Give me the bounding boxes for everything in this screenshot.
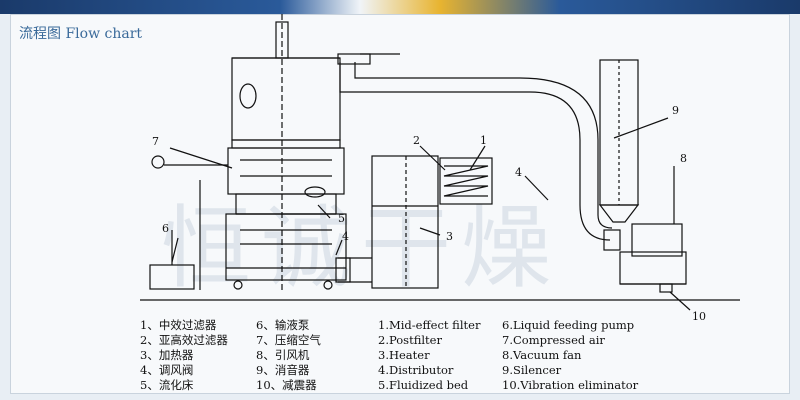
callout-6: 6 xyxy=(162,222,169,235)
air-damper xyxy=(335,257,351,283)
legend-cn-item: 8、引风机 xyxy=(256,348,310,362)
callout-8: 8 xyxy=(680,152,687,165)
legend-en-item: 4.Distributor xyxy=(378,363,454,377)
legend-cn-item: 5、流化床 xyxy=(140,378,194,392)
legend-en-item: 10.Vibration eliminator xyxy=(502,378,639,392)
vibration-eliminator xyxy=(659,283,673,293)
duct-flange xyxy=(337,53,371,65)
legend-en-col1: 1.Mid-effect filter 2.Postfilter 3.Heate… xyxy=(378,318,480,393)
legend-en-col2: 6.Liquid feeding pump 7.Compressed air 8… xyxy=(502,318,638,393)
vacuum-fan-motor xyxy=(631,223,683,257)
legend-en-item: 3.Heater xyxy=(378,348,430,362)
exhaust-duct xyxy=(339,62,611,241)
legend-en-item: 8.Vacuum fan xyxy=(502,348,582,362)
liquid-feeding-pump xyxy=(149,264,195,290)
legend-en-item: 5.Fluidized bed xyxy=(378,378,469,392)
callout-10: 10 xyxy=(692,310,706,323)
legend-cn-col2: 6、输液泵 7、压缩空气 8、引风机 9、消音器 10、减震器 xyxy=(256,318,321,393)
callout-1: 1 xyxy=(480,134,487,147)
filter-box xyxy=(439,157,493,205)
sight-glass-upper xyxy=(239,83,257,109)
legend-cn-item: 4、调风阀 xyxy=(140,363,194,377)
tower-upper-chamber xyxy=(231,57,341,141)
tower-base-frame xyxy=(225,213,347,281)
callout-4-left: 4 xyxy=(342,230,349,243)
legend-cn-item: 9、消音器 xyxy=(256,363,310,377)
tower-neck xyxy=(231,139,341,149)
tower-lower-bowl xyxy=(235,193,337,215)
legend-cn-item: 2、亚高效过滤器 xyxy=(140,333,228,347)
legend-en-item: 9.Silencer xyxy=(502,363,562,377)
legend-cn-item: 7、压缩空气 xyxy=(256,333,321,347)
decorative-top-bar xyxy=(0,0,800,14)
callout-4-right: 4 xyxy=(515,166,522,179)
legend-en-item: 6.Liquid feeding pump xyxy=(502,318,635,332)
legend-en-item: 7.Compressed air xyxy=(502,333,605,347)
legend-cn-item: 3、加热器 xyxy=(140,348,194,362)
top-vent-pipe xyxy=(275,21,289,59)
diagram-panel: 流程图 Flow chart 恒诚干燥 xyxy=(10,14,790,394)
tower-middle-section xyxy=(227,147,345,195)
legend-en-item: 1.Mid-effect filter xyxy=(378,318,481,332)
callout-5: 5 xyxy=(338,212,345,225)
callout-9: 9 xyxy=(672,104,679,117)
legend-cn-item: 6、输液泵 xyxy=(256,318,310,332)
diagram-title: 流程图 Flow chart xyxy=(19,26,143,42)
callout-3: 3 xyxy=(446,230,453,243)
compressed-air-inlet xyxy=(151,155,165,169)
sight-glass-right xyxy=(304,186,326,198)
callout-7: 7 xyxy=(152,135,159,148)
callout-2: 2 xyxy=(413,134,420,147)
legend-cn-item: 10、减震器 xyxy=(256,378,317,392)
air-handling-cabinet xyxy=(371,155,439,289)
legend-cn-col1: 1、中效过滤器 2、亚高效过滤器 3、加热器 4、调风阀 5、流化床 xyxy=(140,318,228,393)
legend-cn-item: 1、中效过滤器 xyxy=(140,318,217,332)
legend-en-item: 2.Postfilter xyxy=(378,333,442,347)
